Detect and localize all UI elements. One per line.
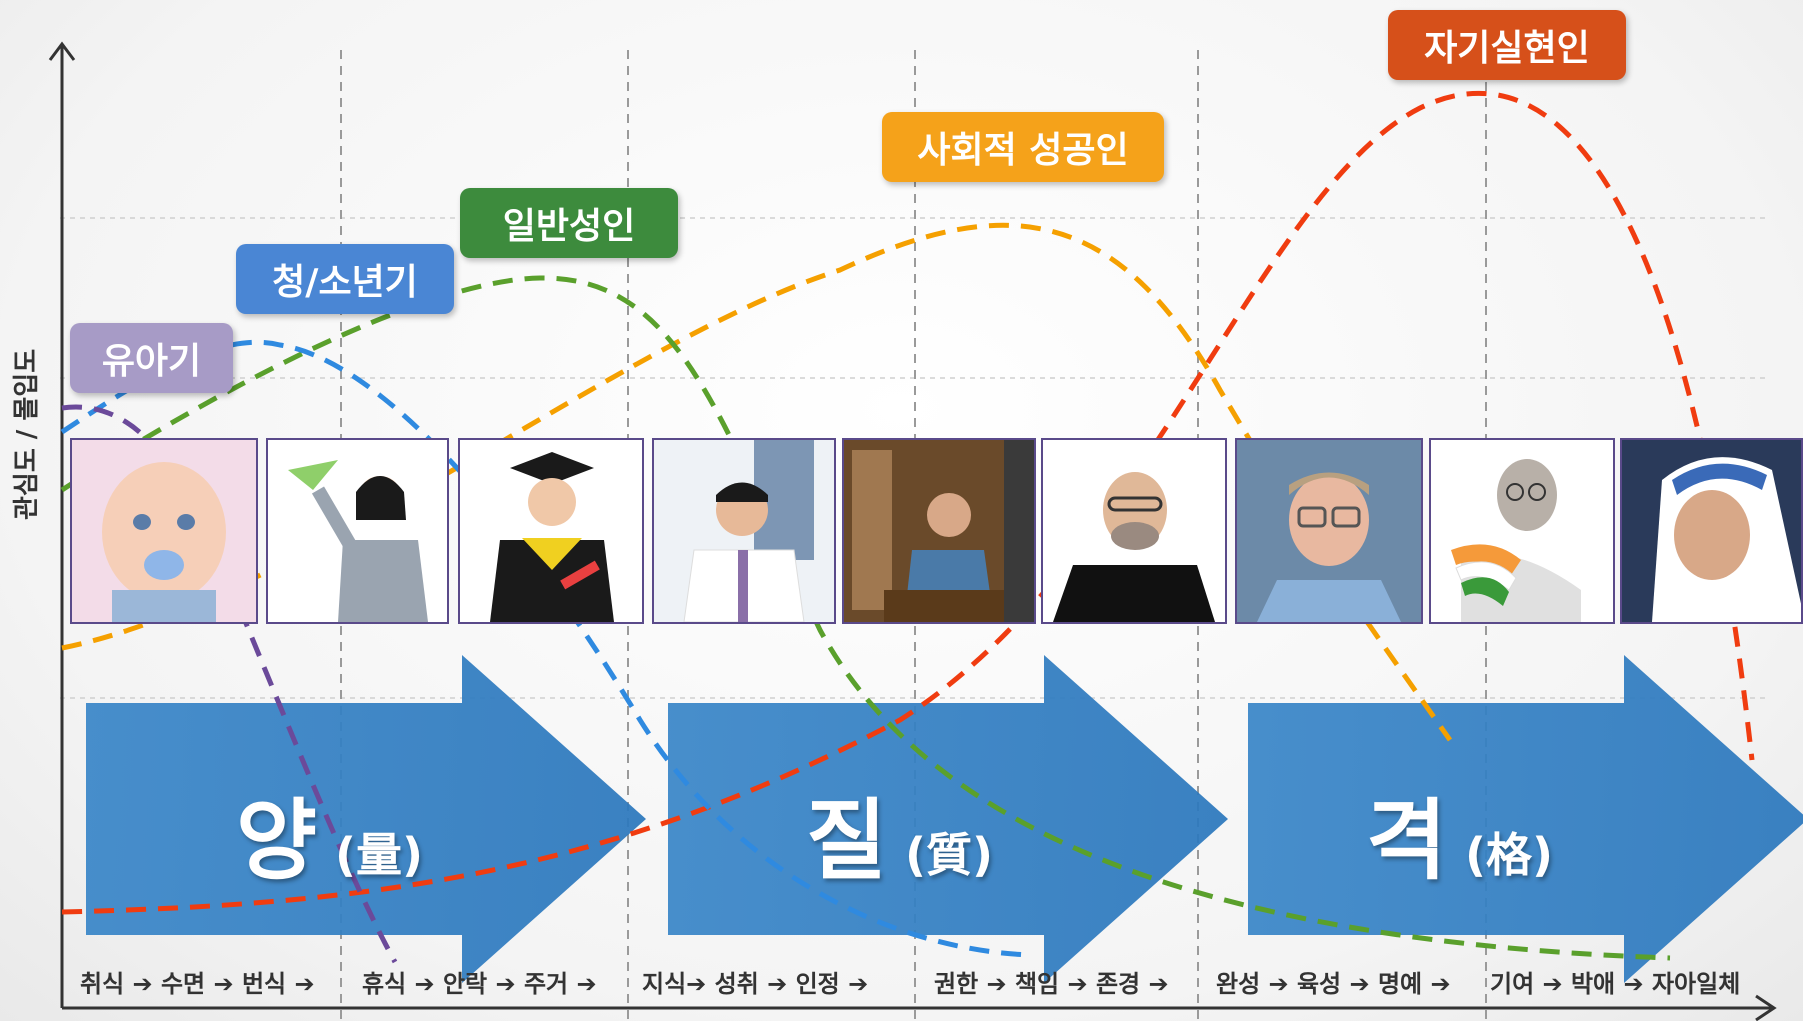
quantity-main: 양 [236,789,317,892]
dignity-label: 격 (格) [1366,770,1553,897]
y-axis-arrowhead [48,41,76,61]
quantity-hanja: (量) [334,828,424,882]
stage-words-5: 완성 ➔ 육성 ➔ 명예 ➔ [1216,970,1451,998]
x-axis-arrowhead [1755,994,1777,1021]
bill-gates-photo [1235,438,1423,624]
quantity-arrow [86,655,646,983]
label-self-actualization: 자기실현인 [1388,10,1626,80]
label-infancy-text: 유아기 [101,341,202,382]
dignity-arrow [1248,655,1803,983]
quality-arrow [668,655,1228,983]
label-adult-text: 일반성인 [502,206,636,247]
stage-words-6: 기여 ➔ 박애 ➔ 자아일체 [1490,970,1741,998]
mother-teresa-photo [1620,438,1803,624]
stage-words-2: 휴식 ➔ 안락 ➔ 주거 ➔ [362,970,597,998]
baby-photo [70,438,258,624]
executive-photo [842,438,1036,624]
quality-hanja: (質) [904,828,994,882]
graduate-photo [458,438,644,624]
dignity-hanja: (格) [1464,828,1554,882]
stage-words-3: 지식➔ 성취 ➔ 인정 ➔ [642,970,869,998]
steve-jobs-photo [1041,438,1227,624]
label-social-success: 사회적 성공인 [882,112,1164,182]
gandhi-photo [1429,438,1615,624]
dignity-main: 격 [1366,789,1447,892]
businessman-photo [652,438,836,624]
stage-words-1: 취식 ➔ 수면 ➔ 번식 ➔ [80,970,315,998]
y-axis-label: 관심도 / 몰입도 [12,348,42,520]
student-girl-photo [266,438,449,624]
label-self-actualization-text: 자기실현인 [1424,28,1590,69]
label-infancy: 유아기 [70,323,233,393]
label-youth-text: 청/소년기 [272,262,418,303]
stage-words-4: 권한 ➔ 책임 ➔ 존경 ➔ [934,970,1169,998]
quality-main: 질 [806,789,887,892]
label-social-success-text: 사회적 성공인 [917,130,1129,171]
quality-label: 질 (質) [806,770,993,897]
quantity-label: 양 (量) [236,770,423,897]
self-actualization-curve [61,90,1755,915]
label-youth: 청/소년기 [236,244,454,314]
label-adult: 일반성인 [460,188,678,258]
